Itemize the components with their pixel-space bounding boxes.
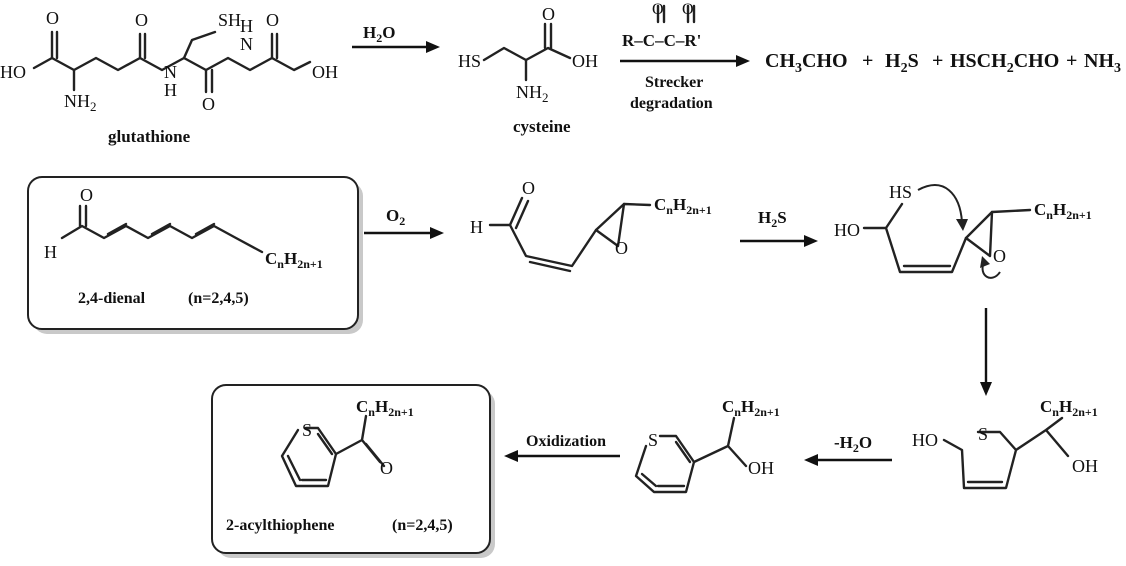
cysteine-nh2-label: NH2: [516, 82, 549, 105]
dihydro-s-label: S: [978, 424, 988, 444]
epoxide-aldehyde-o-label: O: [522, 178, 535, 198]
dienal-name: 2,4-dienal: [78, 290, 146, 307]
dienal-o-label: O: [80, 185, 93, 205]
strecker-label-line2: degradation: [630, 95, 713, 112]
strecker-reagent-o2: O: [682, 1, 694, 18]
intermediate-chain-label: CnH2n+1: [1034, 200, 1092, 222]
product-h2s: H2S: [885, 50, 919, 76]
thiol-intermediate-structure: HS HO O CnH2n+1: [834, 182, 1092, 279]
epoxide-chain-label: CnH2n+1: [654, 195, 712, 217]
glutathione-amide-o-label: O: [135, 10, 148, 30]
strecker-reagent-o1: O: [652, 1, 664, 18]
product-acetaldehyde: CH3CHO: [765, 50, 848, 76]
dehydration-arrow: -H2O: [804, 433, 892, 466]
oxidization-arrow-label: Oxidization: [526, 433, 606, 450]
strecker-arrow: R–C–C–R' O O Strecker degradation: [620, 1, 750, 112]
intermediate-ring-o-label: O: [993, 246, 1006, 266]
glutathione-h1-label: H: [164, 80, 177, 100]
thiophene-alcohol-structure: S OH CnH2n+1: [634, 397, 780, 494]
intermediate-hs-label: HS: [889, 182, 912, 202]
glutathione-structure: HO O NH2 O N H SH N H O O OH glutathione: [0, 8, 338, 146]
cysteine-oh-label: OH: [572, 51, 598, 71]
hydrolysis-arrow: H2O: [352, 23, 440, 53]
thiophene-alcohol-oh-label: OH: [748, 458, 774, 478]
glutathione-sh-label: SH: [218, 10, 241, 30]
cysteine-hs-label: HS: [458, 51, 481, 71]
glutathione-nh2-label: NH2: [64, 91, 97, 114]
h2s-addition-arrow: H2S: [740, 208, 818, 247]
hydrolysis-arrow-label: H2O: [363, 23, 395, 45]
intermediate-ho-label: HO: [834, 220, 860, 240]
dihydro-ho-label: HO: [912, 430, 938, 450]
product-mercaptoacetaldehyde: HSCH2CHO: [950, 50, 1059, 76]
dihydrothiophene-structure: HO S OH CnH2n+1: [912, 397, 1098, 490]
h2s-arrow-label: H2S: [758, 208, 787, 230]
thiophene-alcohol-s-label: S: [648, 430, 658, 450]
oxidation-arrow: O2: [364, 206, 444, 239]
plus-sign-1: +: [862, 50, 873, 72]
glutathione-name: glutathione: [108, 127, 191, 146]
dihydro-chain-label: CnH2n+1: [1040, 397, 1098, 419]
glutathione-ho-label: HO: [0, 62, 26, 82]
dienal-n-note: (n=2,4,5): [188, 290, 249, 307]
thiophene-alcohol-chain-label: CnH2n+1: [722, 397, 780, 419]
glutathione-n2-label: N: [240, 34, 253, 54]
strecker-label-line1: Strecker: [645, 74, 703, 91]
glutathione-acid2-o-label: O: [266, 10, 279, 30]
glutathione-h2-label: H: [240, 16, 253, 36]
cysteine-structure: HS O OH NH2 cysteine: [458, 4, 598, 136]
dehydration-arrow-label: -H2O: [834, 433, 872, 455]
epoxide-ring-o-label: O: [615, 238, 628, 258]
oxidization-arrow: Oxidization: [504, 433, 620, 462]
acylthiophene-o-label: O: [380, 458, 393, 478]
cysteine-name: cysteine: [513, 117, 571, 136]
glutathione-acid-o-label: O: [46, 8, 59, 28]
cyclization-arrow: [980, 308, 992, 396]
plus-sign-3: +: [1066, 50, 1077, 72]
glutathione-amide2-o-label: O: [202, 94, 215, 114]
oxidation-arrow-label: O2: [386, 206, 405, 228]
dihydro-oh-label: OH: [1072, 456, 1098, 476]
strecker-reagent: R–C–C–R': [622, 31, 701, 50]
glutathione-n1-label: N: [164, 62, 177, 82]
product-ammonia: NH3: [1084, 50, 1121, 76]
glutathione-oh-label: OH: [312, 62, 338, 82]
cysteine-o-label: O: [542, 4, 555, 24]
dienal-h-label: H: [44, 242, 57, 262]
epoxide-h-label: H: [470, 217, 483, 237]
epoxide-structure: O H O CnH2n+1: [470, 178, 712, 273]
acylthiophene-name: 2-acylthiophene: [226, 517, 334, 534]
acylthiophene-s-label: S: [302, 420, 312, 440]
strecker-products: CH3CHO + H2S + HSCH2CHO + NH3: [765, 50, 1121, 76]
acylthiophene-n-note: (n=2,4,5): [392, 517, 453, 534]
acylthiophene-chain-label: CnH2n+1: [356, 397, 414, 419]
plus-sign-2: +: [932, 50, 943, 72]
acylthiophene-box: S O CnH2n+1 2-acylthiophene (n=2,4,5): [211, 384, 495, 558]
dienal-box: O H CnH2n+1 2,4-dienal (n=2,4,5): [27, 176, 363, 334]
dienal-chain-label: CnH2n+1: [265, 249, 323, 271]
